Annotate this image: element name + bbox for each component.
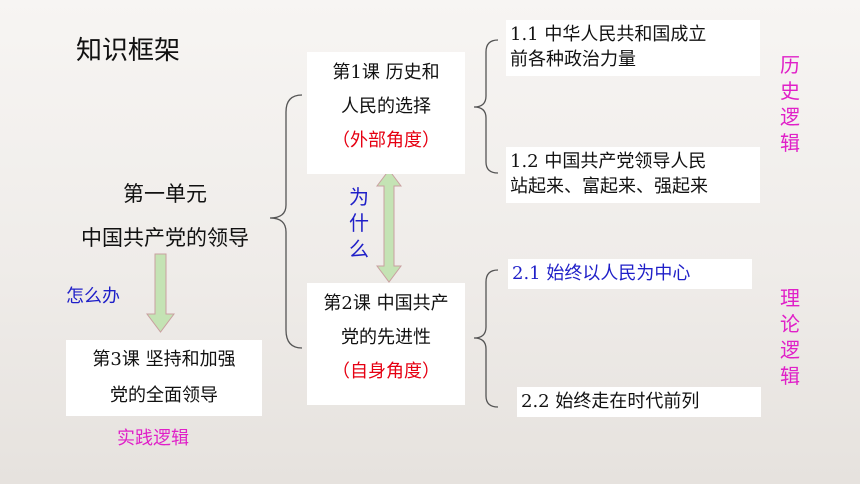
why-char-2: 什	[349, 211, 369, 235]
theory-char-4: 辑	[780, 364, 800, 388]
history-char-4: 辑	[780, 131, 800, 155]
history-char-1: 历	[780, 53, 800, 77]
unit-label: 第一单元 中国共产党的领导	[50, 172, 280, 260]
why-label: 为 什 么	[347, 184, 371, 262]
item-1-1-line1: 1.1 中华人民共和国成立	[510, 24, 707, 45]
down-arrow-icon	[146, 253, 175, 333]
why-char-3: 么	[349, 237, 369, 261]
lesson1-card: 第1课 历史和 人民的选择 （外部角度）	[307, 52, 465, 174]
lesson2-angle: （自身角度）	[332, 361, 440, 382]
item-2-2: 2.2 始终走在时代前列	[517, 387, 761, 417]
lesson2-line2: 党的先进性	[341, 327, 431, 348]
item-1-2: 1.2 中国共产党领导人民 站起来、富起来、强起来	[506, 147, 760, 203]
theory-char-3: 逻	[780, 338, 800, 362]
item-2-1: 2.1 始终以人民为中心	[508, 259, 752, 289]
theory-logic-label: 理 论 逻 辑	[778, 285, 802, 389]
item-1-1-line2: 前各种政治力量	[510, 49, 636, 70]
history-char-3: 逻	[780, 105, 800, 129]
lesson2-line1: 第2课 中国共产	[323, 293, 449, 314]
practice-logic-label: 实践逻辑	[117, 428, 189, 449]
theory-char-2: 论	[780, 312, 800, 336]
page-title: 知识框架	[76, 36, 181, 66]
brace-lesson1-items	[473, 39, 499, 174]
lesson3-card: 第3课 坚持和加强 党的全面领导	[66, 340, 262, 416]
item-1-2-line1: 1.2 中国共产党领导人民	[510, 151, 707, 172]
lesson3-line2: 党的全面领导	[110, 385, 218, 406]
unit-line1: 第一单元	[123, 182, 207, 206]
unit-line2: 中国共产党的领导	[81, 226, 249, 250]
item-1-2-line2: 站起来、富起来、强起来	[510, 176, 708, 197]
item-1-1: 1.1 中华人民共和国成立 前各种政治力量	[506, 20, 760, 76]
lesson1-line1: 第1课 历史和	[332, 62, 440, 83]
how-label: 怎么办	[66, 286, 120, 307]
brace-unit-lessons	[269, 94, 303, 349]
lesson1-line2: 人民的选择	[341, 96, 431, 117]
history-char-2: 史	[780, 79, 800, 103]
lesson2-card: 第2课 中国共产 党的先进性 （自身角度）	[307, 283, 465, 405]
lesson3-line1: 第3课 坚持和加强	[92, 349, 236, 370]
brace-lesson2-items	[473, 269, 499, 408]
theory-char-1: 理	[780, 286, 800, 310]
double-arrow-icon	[376, 169, 402, 283]
lesson1-angle: （外部角度）	[332, 130, 440, 151]
why-char-1: 为	[349, 185, 369, 209]
history-logic-label: 历 史 逻 辑	[778, 52, 802, 156]
